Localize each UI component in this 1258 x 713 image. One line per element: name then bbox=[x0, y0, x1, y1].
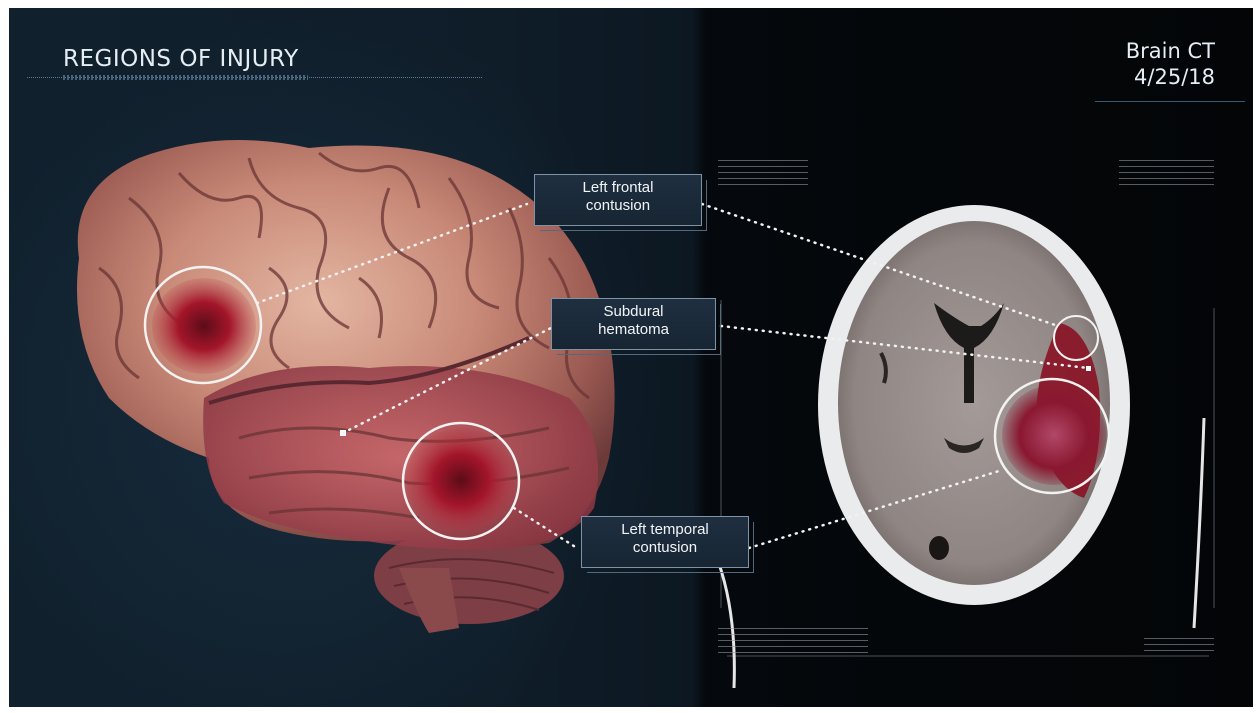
ct-meta-bottom-left bbox=[718, 628, 868, 658]
ct-meta-top-right bbox=[1119, 160, 1214, 190]
temporal-injury bbox=[406, 428, 516, 532]
illustration-canvas bbox=[9, 8, 1253, 707]
ct-arc-right bbox=[1194, 418, 1204, 628]
ct-arc-left bbox=[715, 553, 734, 688]
label-frontal-line1: Left frontal bbox=[539, 179, 697, 197]
label-subdural-hematoma: Subdural hematoma bbox=[551, 298, 716, 350]
label-left-temporal-contusion: Left temporal contusion bbox=[581, 516, 749, 568]
ct-subdural-marker bbox=[1086, 366, 1091, 371]
ct-temporal-bleed bbox=[1002, 385, 1106, 485]
label-temporal-line1: Left temporal bbox=[586, 521, 744, 539]
slide: REGIONS OF INJURY Brain CT 4/25/18 bbox=[9, 8, 1253, 707]
label-left-frontal-contusion: Left frontal contusion bbox=[534, 174, 702, 226]
ct-meta-bottom-right bbox=[1144, 638, 1214, 652]
ct-meta-top-left bbox=[718, 160, 808, 190]
label-subdural-line1: Subdural bbox=[556, 303, 711, 321]
label-subdural-line2: hematoma bbox=[556, 321, 711, 339]
label-temporal-line2: contusion bbox=[586, 539, 744, 557]
frontal-injury bbox=[152, 278, 256, 374]
ct-scan-icon bbox=[715, 205, 1214, 688]
label-frontal-line2: contusion bbox=[539, 197, 697, 215]
